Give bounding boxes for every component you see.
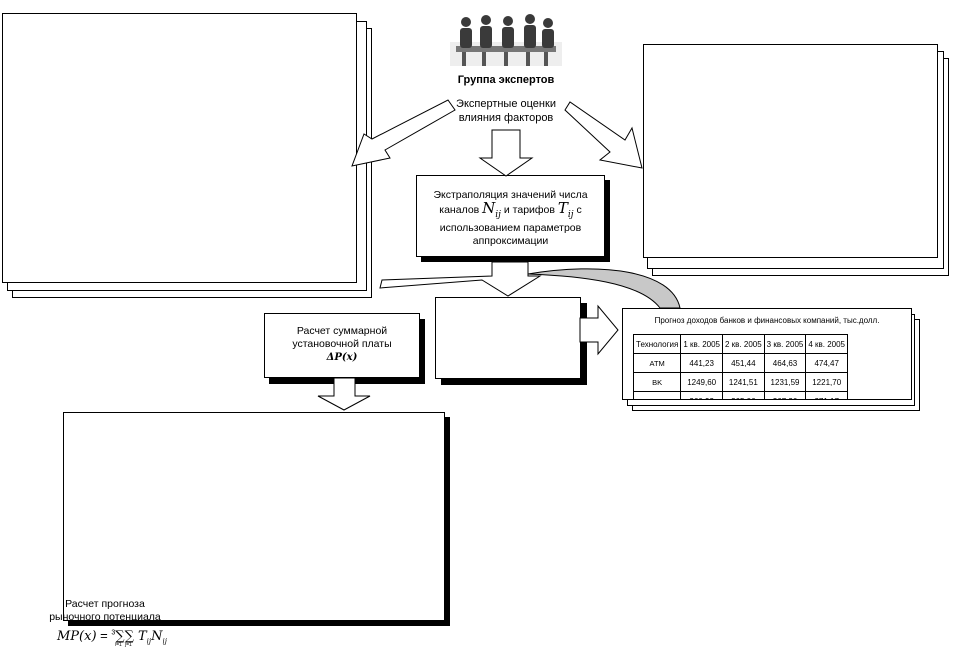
extrapolation-text: Экстраполяция значений числа каналов Nij…: [433, 189, 588, 247]
table-cell: 271.17: [805, 391, 849, 399]
tariffs-symbol: Tij: [557, 199, 574, 221]
arrow-to-extrapolation: [478, 129, 534, 177]
channels-symbol: Nij: [482, 199, 501, 221]
extrapolation-box: [416, 175, 605, 257]
market-potential-text: Расчет прогноза рыночного потенциала: [49, 598, 161, 623]
experts-group-image: [450, 14, 562, 66]
arrow-split-down: [379, 261, 542, 297]
experts-group-label: Группа экспертов: [457, 74, 555, 86]
install-fee-box: [264, 313, 420, 378]
install-fee-formula: ΔP(x): [326, 352, 358, 363]
forecast-table: Технология 1 кв. 2005 2 кв. 2005 3 кв. 2…: [632, 334, 849, 399]
arrow-to-forecast: [579, 304, 619, 356]
expert-assessment-text: Экспертные оценки влияния факторов: [456, 98, 556, 124]
table-cell: BK: [632, 372, 682, 392]
forecast-table-title: Прогноз доходов банков и финансовых комп…: [654, 316, 880, 325]
forecast-table-panel: Прогноз доходов банков и финансовых комп…: [622, 308, 912, 400]
table-cell: 1221,70: [805, 372, 849, 392]
top-right-panel: [643, 44, 938, 258]
install-fee-text: Расчет суммарной установочной платы ΔP(x…: [264, 325, 420, 364]
market-potential-panel: [63, 412, 445, 621]
callout-wedge: [527, 268, 681, 309]
table-cell: FR: [632, 391, 682, 399]
table-cell: 474,47: [805, 353, 849, 373]
table-row: FR 260.93 265.06 267.26 271.17: [632, 391, 849, 399]
top-left-panel: [2, 13, 357, 283]
arrow-to-top-left: [351, 99, 456, 167]
arrow-to-market-panel: [317, 377, 371, 411]
table-row: BK 1249,60 1241,51 1231,59 1221,70: [632, 372, 849, 392]
market-potential-formula: MP(x) = 3∑∑ TijNij i=1 j=1: [57, 628, 167, 648]
intermediate-box: [435, 297, 581, 379]
arrow-to-top-right: [564, 101, 643, 169]
table-header-row: Технология 1 кв. 2005 2 кв. 2005 3 кв. 2…: [632, 334, 849, 354]
